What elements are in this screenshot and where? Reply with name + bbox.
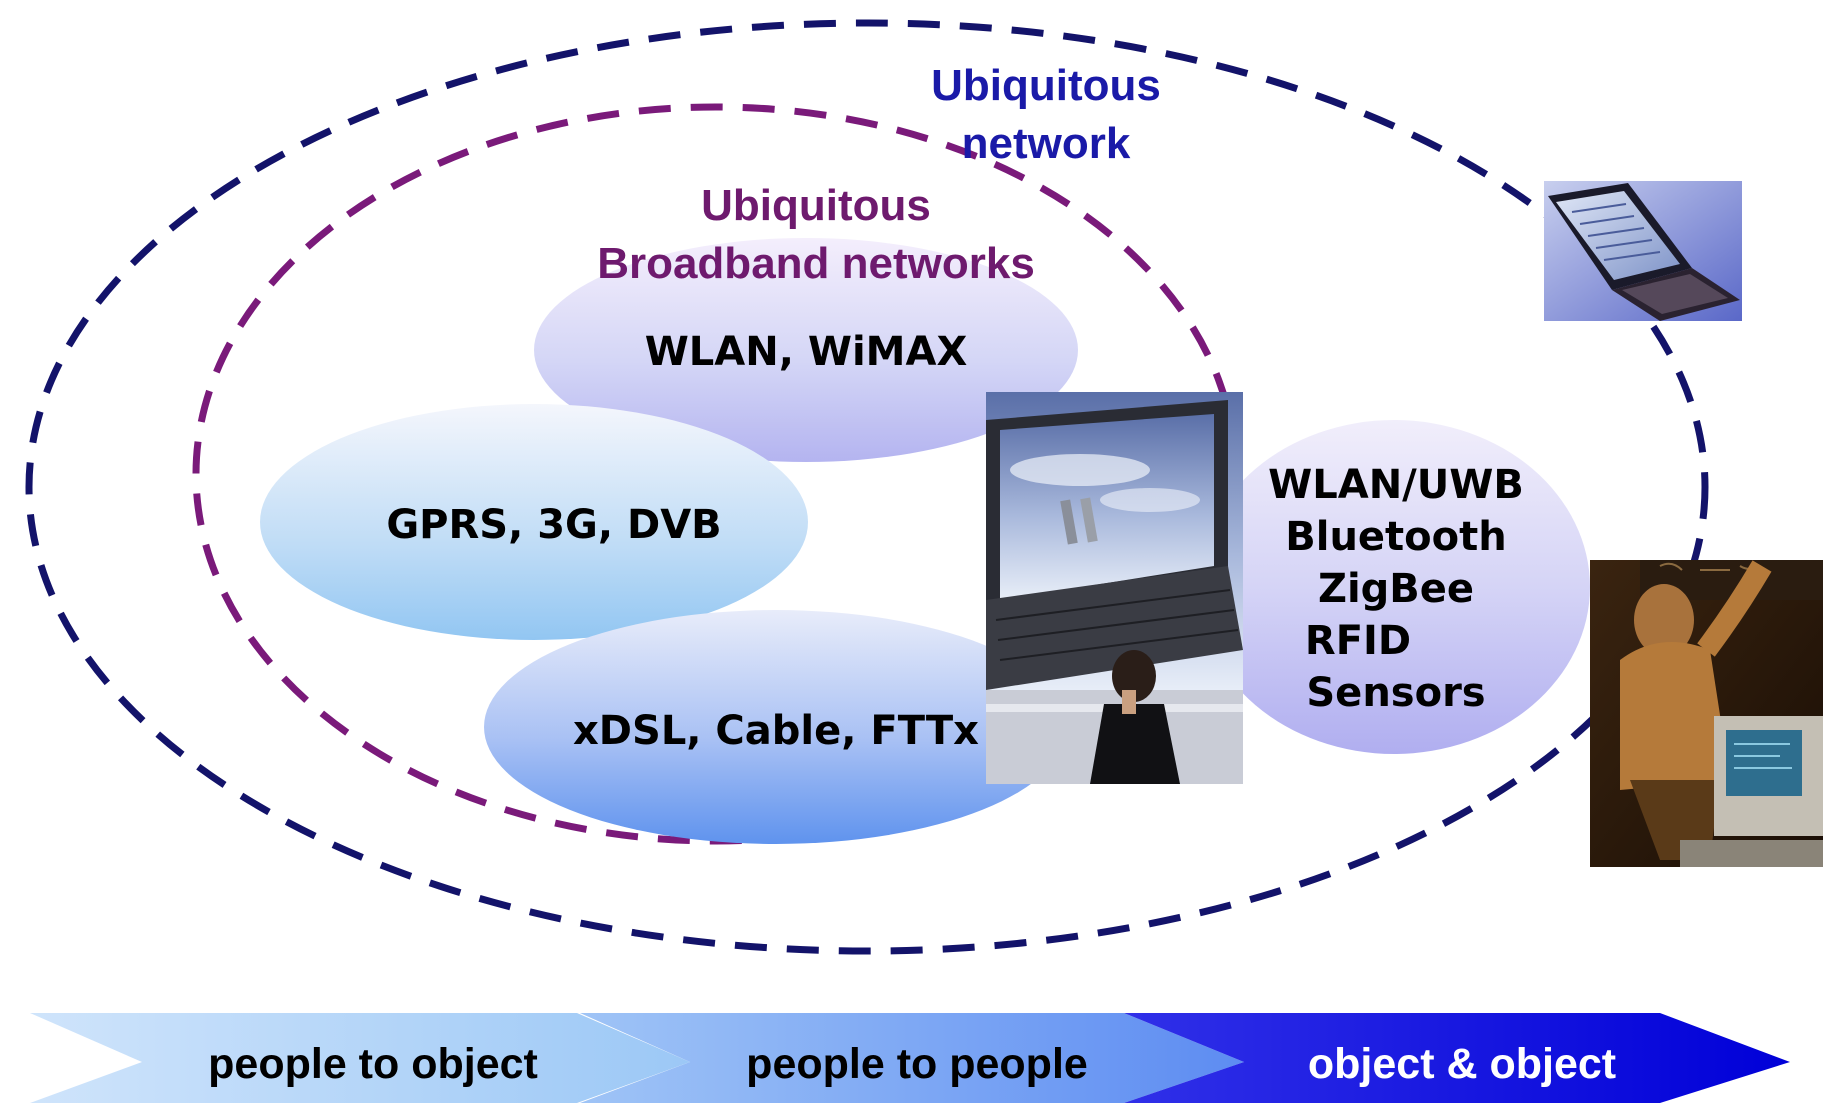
arrow-people-to-object-label: people to object: [208, 1040, 538, 1088]
inner-network-title-line2: Broadband networks: [597, 239, 1035, 288]
cloud-short-range: WLAN/UWB Bluetooth ZigBee RFID Sensors: [1198, 420, 1590, 754]
cloud-gprs-label: GPRS, 3G, DVB: [386, 502, 721, 548]
arrow-object-and-object-label: object & object: [1308, 1040, 1616, 1088]
outer-network-boundary: [25, 19, 1709, 955]
arrow-object-and-object: object & object: [1124, 1013, 1790, 1103]
short-range-line-4: RFID: [1305, 618, 1411, 664]
person-at-computer-photo: [1590, 560, 1823, 867]
short-range-line-2: Bluetooth: [1285, 514, 1506, 560]
short-range-line-3: ZigBee: [1318, 566, 1474, 612]
inner-network-title-line1: Ubiquitous: [701, 181, 931, 230]
cloud-wlan-wimax-label: WLAN, WiMAX: [645, 329, 968, 375]
cloud-wlan-wimax: WLAN, WiMAX: [534, 238, 1078, 462]
short-range-line-5: Sensors: [1306, 670, 1485, 716]
laptop-photo: [1544, 181, 1742, 321]
cloud-gprs-3g-dvb: GPRS, 3G, DVB: [260, 404, 808, 640]
tablet-device-photo: [986, 392, 1243, 784]
cloud-xdsl-cable-fttx: xDSL, Cable, FTTx: [484, 610, 1068, 844]
outer-network-title-line1: Ubiquitous: [931, 61, 1161, 110]
arrow-people-to-object: people to object: [30, 1013, 690, 1103]
arrow-people-to-people: people to people: [580, 1013, 1244, 1103]
short-range-line-1: WLAN/UWB: [1268, 462, 1524, 508]
cloud-xdsl-label: xDSL, Cable, FTTx: [573, 708, 979, 754]
arrow-people-to-people-label: people to people: [746, 1040, 1088, 1088]
outer-network-title-line2: network: [962, 119, 1131, 168]
